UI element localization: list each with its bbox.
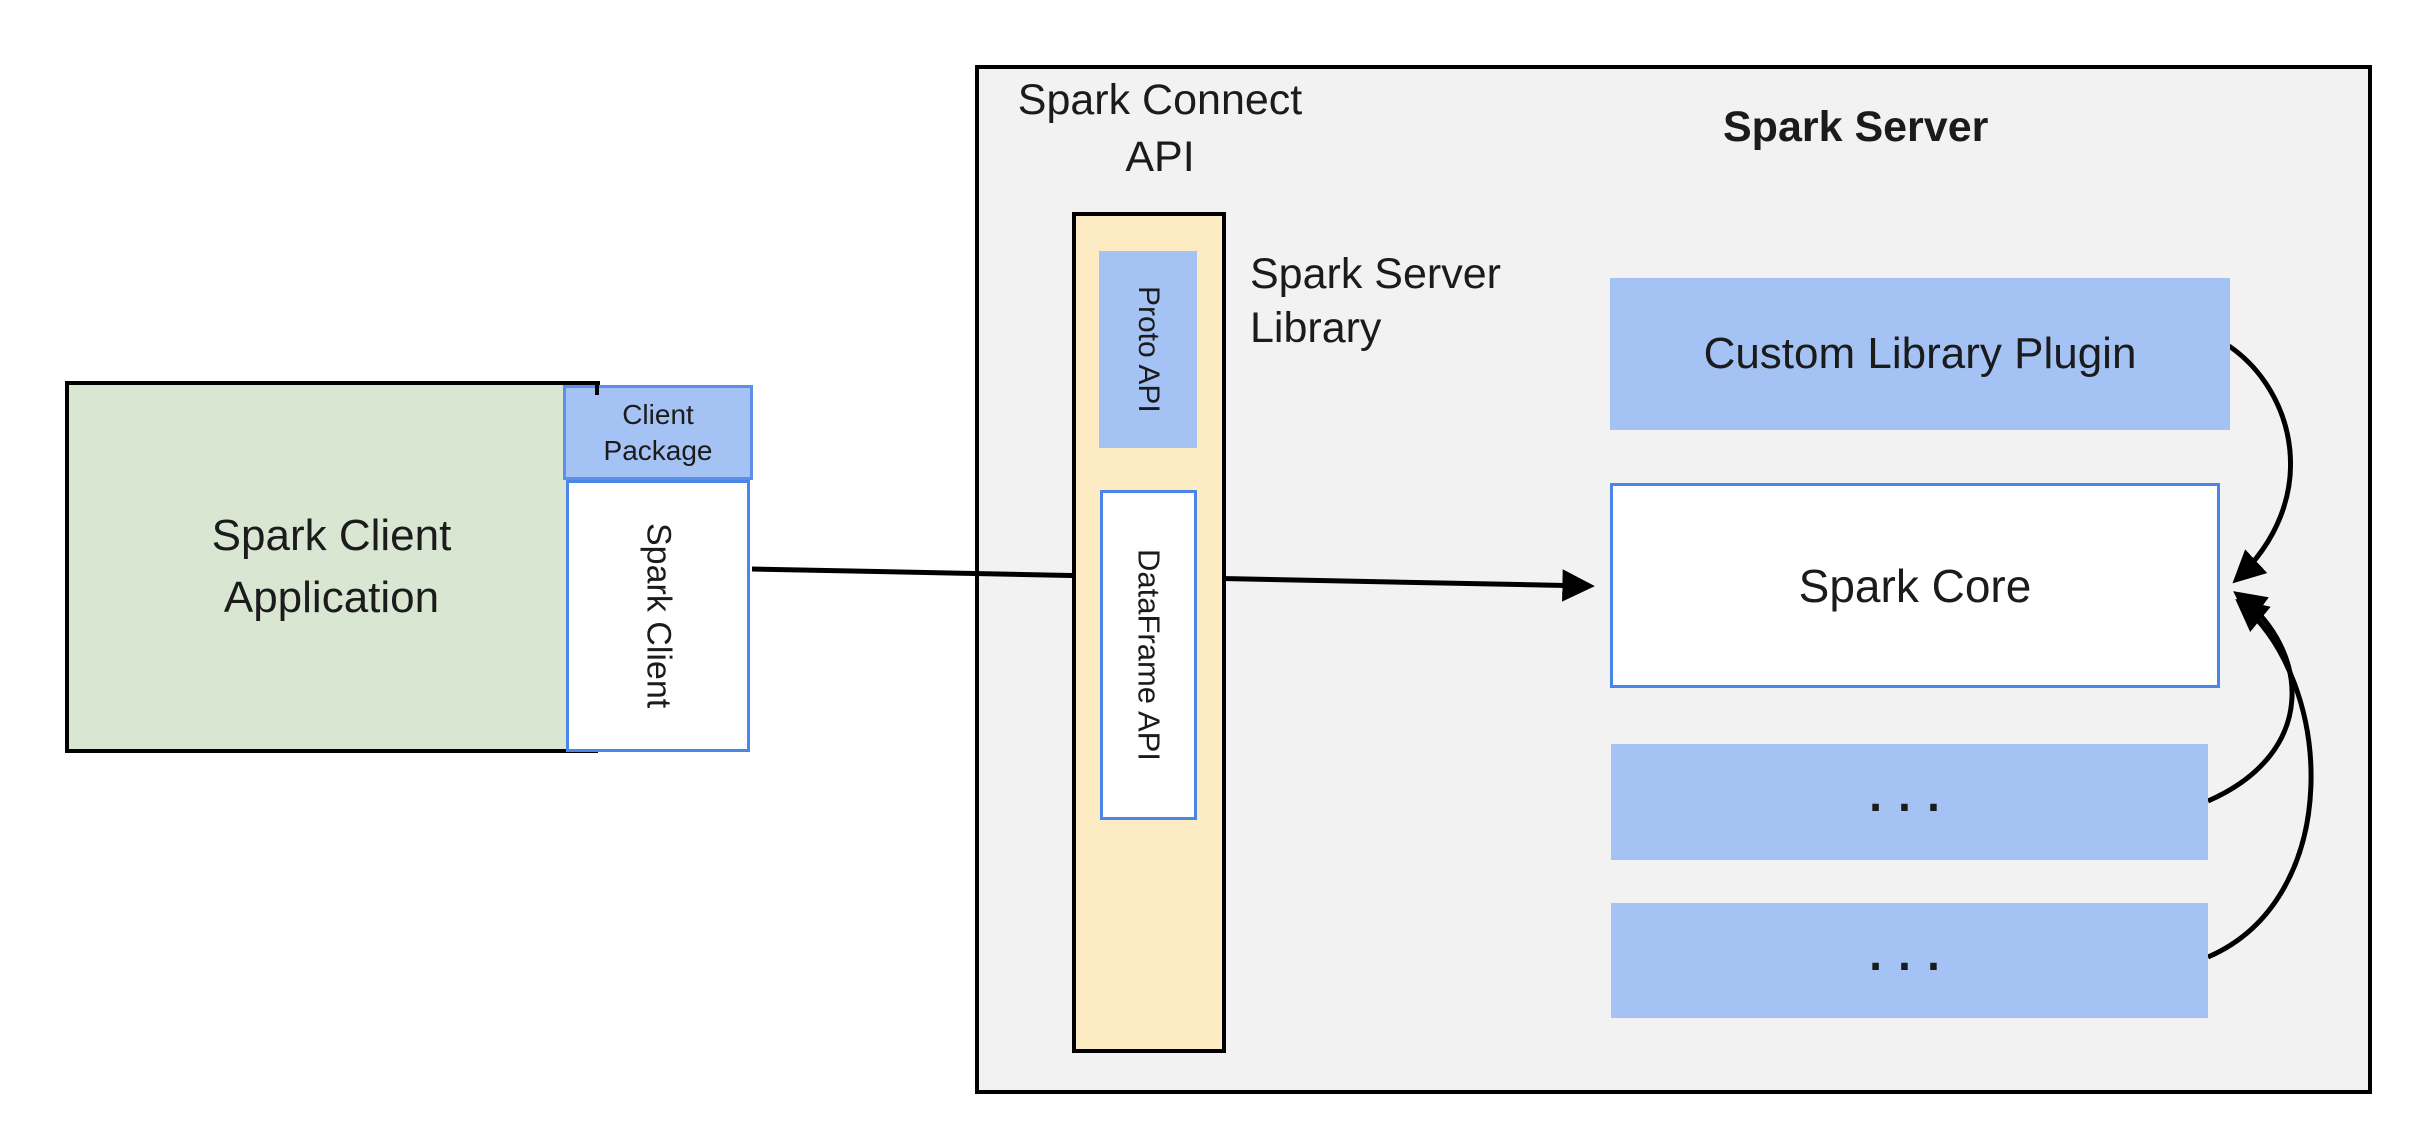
green-box-top-border-segment <box>563 381 600 385</box>
proto-api-label: Proto API <box>1132 286 1165 413</box>
spark-server-library-line2: Library <box>1250 304 1382 352</box>
spark-server-library-line1: Spark Server <box>1250 250 1501 298</box>
spark-connect-api-line1: Spark Connect <box>1017 76 1303 124</box>
spark-connect-api-label: Spark Connect API <box>990 72 1330 186</box>
client-package-line1: Client <box>622 398 694 430</box>
ellipsis-box-1: ... <box>1611 744 2208 860</box>
custom-library-plugin-label: Custom Library Plugin <box>1703 329 2137 378</box>
spark-core-box: Spark Core <box>1610 483 2220 688</box>
spark-client-application-box: Spark Client Application <box>65 381 598 753</box>
spark-core-label: Spark Core <box>1798 559 2032 612</box>
ellipsis-box-2: ... <box>1611 903 2208 1018</box>
dataframe-api-box: DataFrame API <box>1100 490 1197 820</box>
spark-client-application-label: Spark Client Application <box>69 385 594 749</box>
spark-connect-api-line2: API <box>1125 133 1195 181</box>
client-package-box: Client Package <box>563 385 753 480</box>
spark-client-application-line1: Spark Client <box>211 511 452 560</box>
green-box-corner-tick <box>595 381 599 395</box>
dataframe-api-label: DataFrame API <box>1131 549 1167 761</box>
proto-api-box: Proto API <box>1099 251 1197 448</box>
spark-client-application-line2: Application <box>223 573 440 622</box>
client-package-line2: Package <box>603 434 713 466</box>
custom-library-plugin-box: Custom Library Plugin <box>1610 278 2230 430</box>
spark-client-label: Spark Client <box>639 523 678 709</box>
spark-client-box: Spark Client <box>566 480 750 752</box>
spark-server-title: Spark Server <box>1723 103 1989 151</box>
spark-server-library-label: Spark Server Library <box>1250 247 1501 355</box>
